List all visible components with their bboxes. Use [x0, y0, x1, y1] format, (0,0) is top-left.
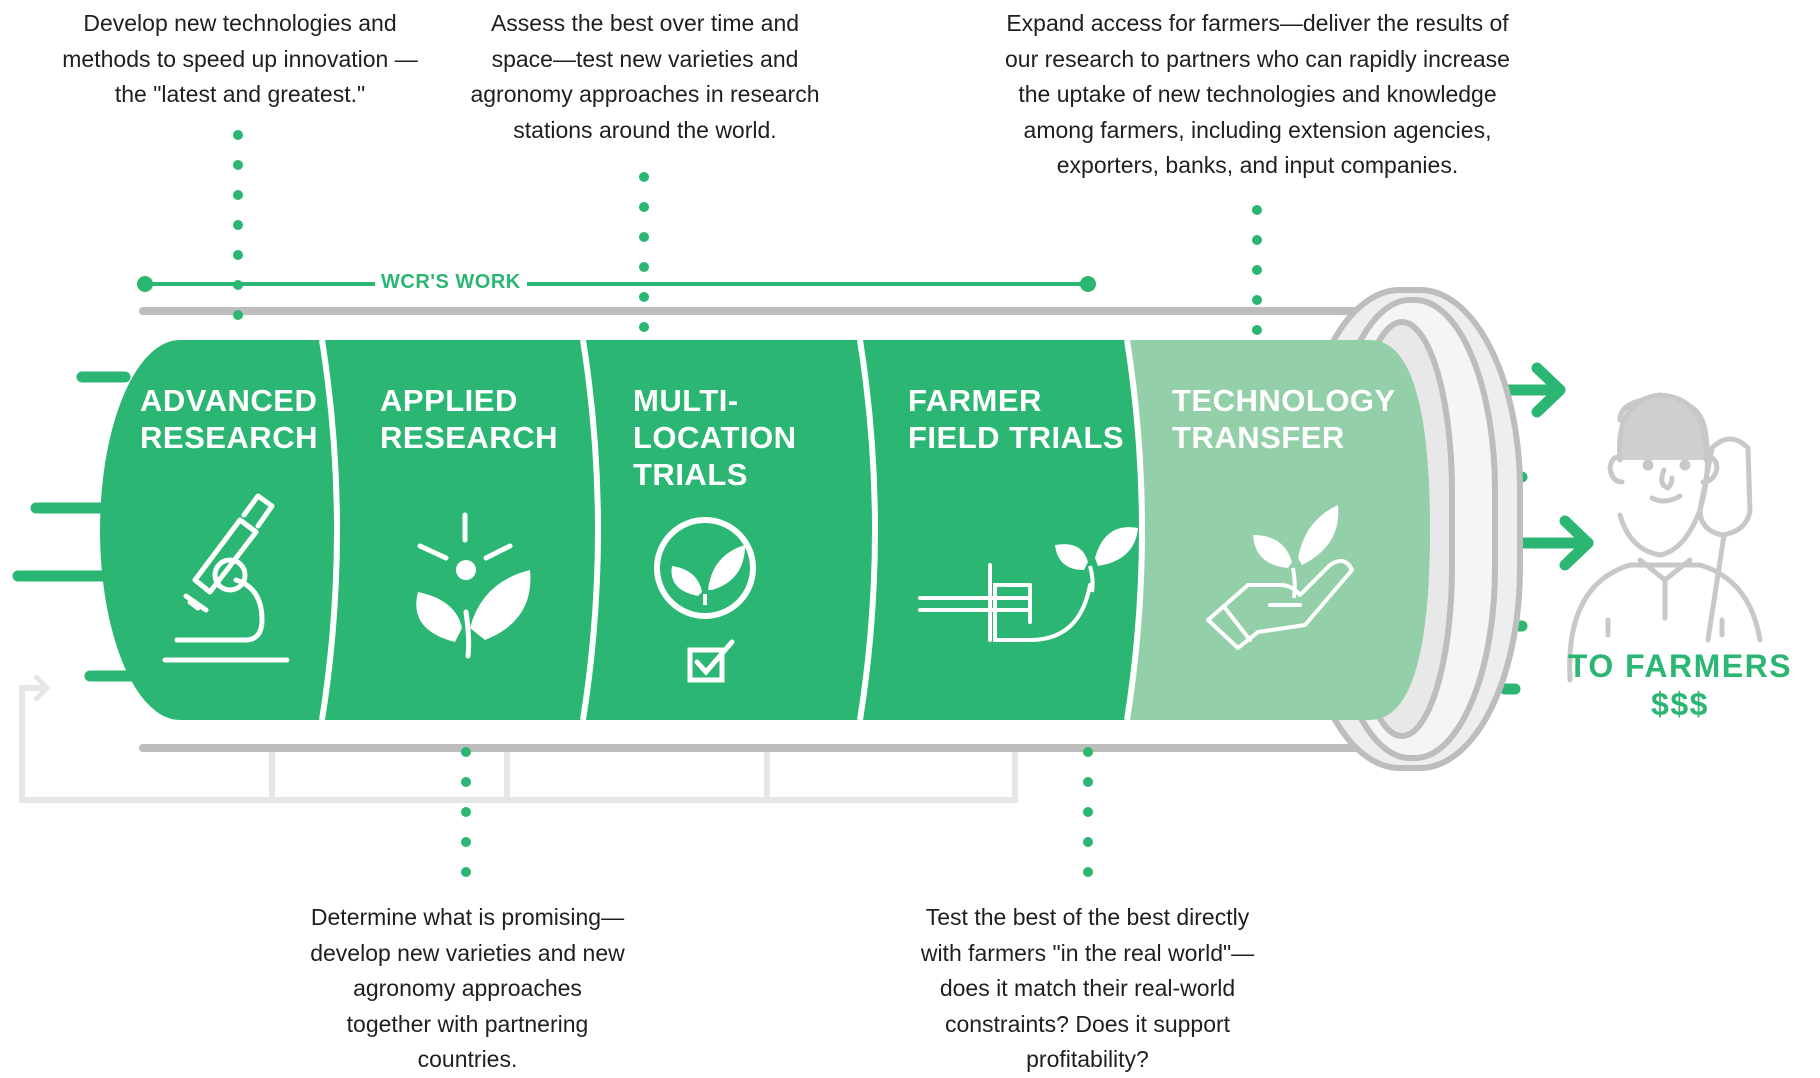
note-advanced-research: Develop new technologies and methods to … [62, 10, 418, 107]
connector-dot [461, 837, 471, 847]
connector-dot [1252, 265, 1262, 275]
connector-dot [639, 262, 649, 272]
connector-dot [1083, 747, 1093, 757]
stage-title-applied-research: APPLIED RESEARCH [380, 383, 558, 455]
connector-dot [1252, 325, 1262, 335]
connector-dot [233, 160, 243, 170]
connector-dot [461, 867, 471, 877]
connector-dot [1083, 837, 1093, 847]
connector-dot [461, 777, 471, 787]
wcr-work-bracket [137, 276, 1096, 292]
connector-dot [233, 190, 243, 200]
stage-title-farmer-field-trials: FARMER FIELD TRIALS [908, 383, 1125, 455]
connector-dot [1252, 235, 1262, 245]
stage-title-technology-transfer: TECHNOLOGY TRANSFER [1172, 383, 1396, 455]
connector-dot [233, 310, 243, 320]
connector-dot [1252, 205, 1262, 215]
connector-dot [233, 280, 243, 290]
connector-dot [1083, 777, 1093, 787]
note-multi-location-trials: Assess the best over time and space—test… [470, 10, 820, 143]
stage-title-multi-location-trials: MULTI- LOCATION TRIALS [633, 383, 797, 492]
feedback-loop [19, 674, 1018, 803]
note-applied-research: Determine what is promising—develop new … [310, 904, 625, 1072]
connector-dot [461, 747, 471, 757]
microscope-icon [162, 493, 290, 663]
stage-title-advanced-research: ADVANCED RESEARCH [140, 383, 318, 455]
connector-dot [233, 250, 243, 260]
connector-dot [233, 130, 243, 140]
pipe-rails [139, 307, 1424, 752]
connector-dot [639, 292, 649, 302]
connector-dot [1252, 295, 1262, 305]
connector-dot [1083, 867, 1093, 877]
farmer-icon [1567, 392, 1763, 683]
connector-dot [461, 807, 471, 817]
note-technology-transfer: Expand access for farmers—deliver the re… [1005, 10, 1510, 178]
money-label: $$$ [1651, 686, 1709, 722]
sprout-circle-check-icon [654, 517, 756, 683]
connector-dot [639, 172, 649, 182]
hand-sprout-icon [1206, 505, 1354, 650]
sprout-light-icon [416, 512, 531, 659]
note-farmer-field-trials: Test the best of the best directly with … [920, 904, 1255, 1072]
connector-dot [639, 202, 649, 212]
connector-dot [1083, 807, 1093, 817]
pitchfork-sprout-icon [918, 527, 1138, 642]
to-farmers-label: TO FARMERS [1567, 648, 1793, 684]
connector-dot [233, 220, 243, 230]
dotted-connectors [233, 130, 1262, 877]
connector-dot [639, 322, 649, 332]
wcr-work-label: WCR'S WORK [375, 271, 527, 294]
connector-dot [639, 232, 649, 242]
